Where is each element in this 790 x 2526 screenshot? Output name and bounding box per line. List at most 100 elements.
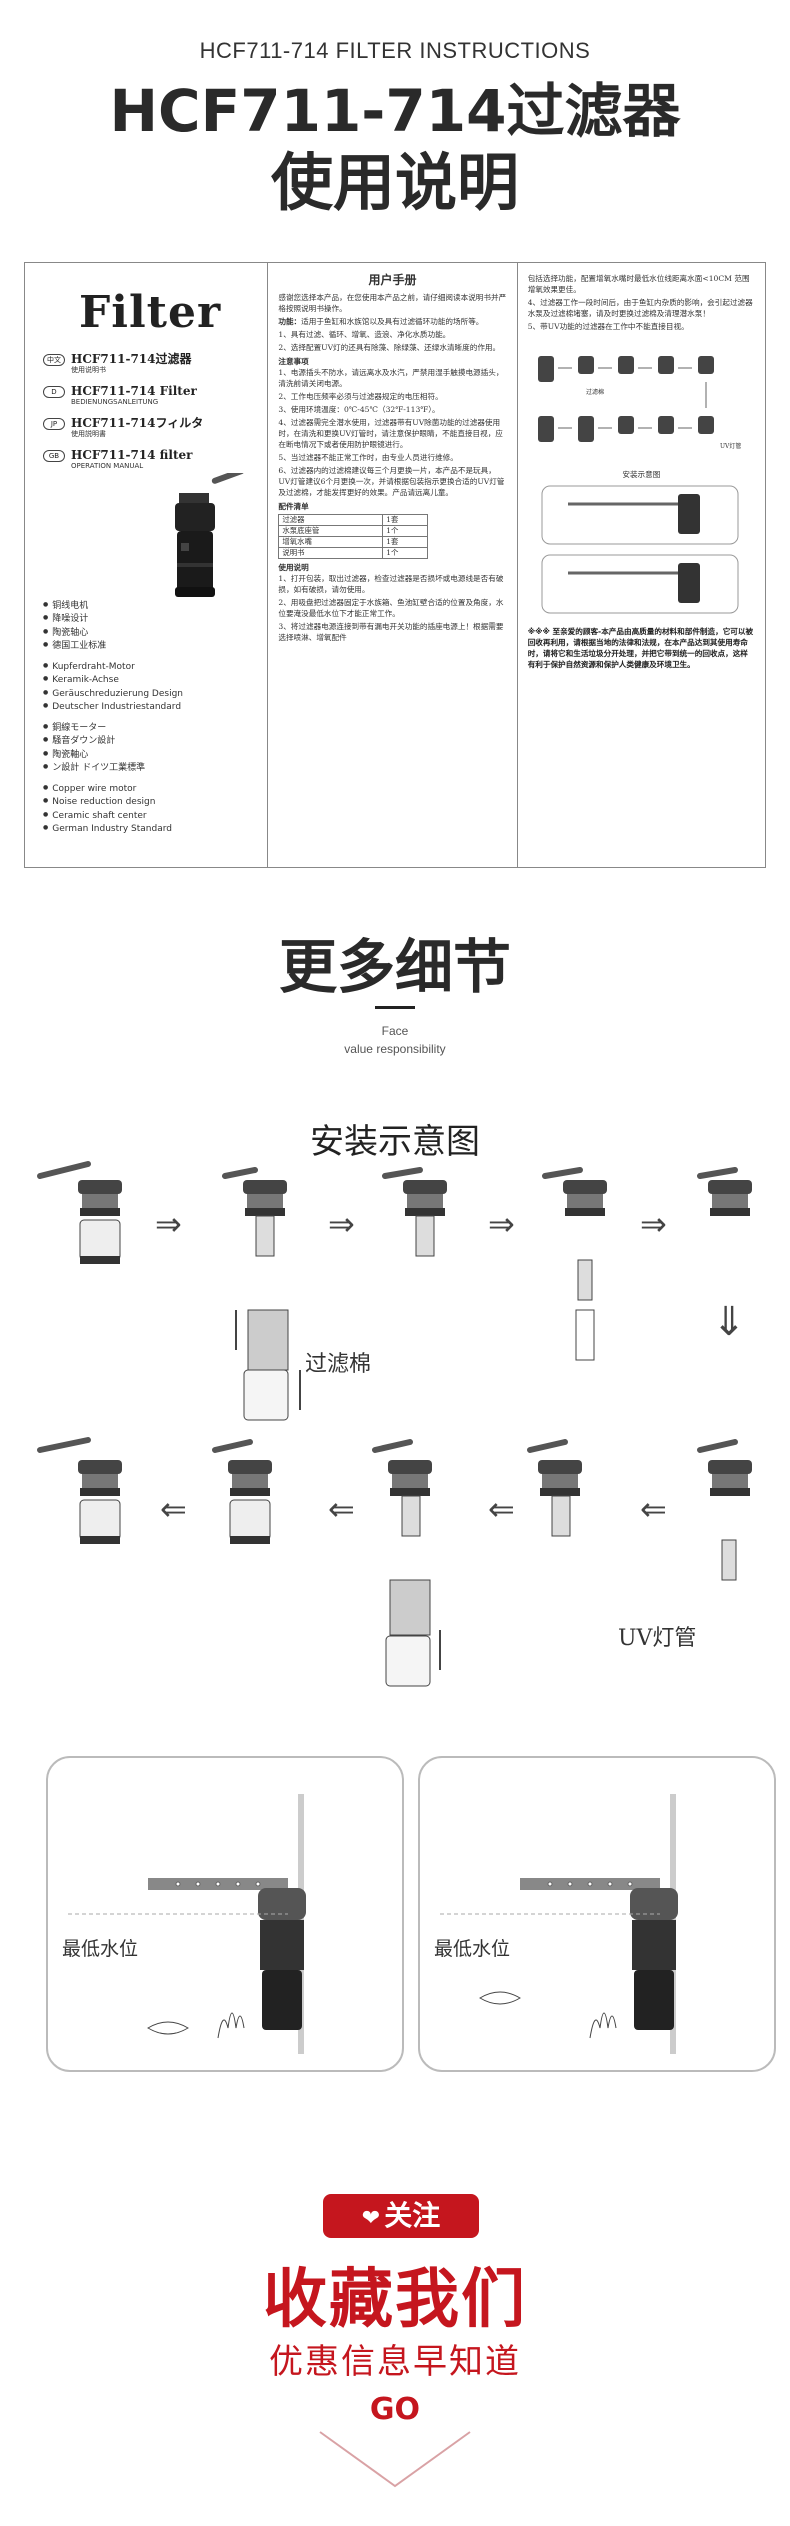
part-qty: 1个: [382, 525, 429, 537]
arrow-left-icon: ⇐: [328, 1490, 355, 1528]
function-item: 1、具有过滤、循环、增氧、造浪、净化水质功能。: [278, 330, 451, 339]
follow-label: 关注: [384, 2199, 441, 2232]
user-manual-column: 用户手册 感谢您选择本产品，在您使用本产品之前，请仔细阅读本说明书并严格按照说明…: [268, 263, 518, 867]
mini-label-uv: UV灯管: [720, 442, 741, 450]
step-4: [542, 1167, 607, 1361]
part-qty: 1套: [382, 536, 429, 548]
note-item: 1、电源插头不防水，请远离水及水汽，严禁用湿手触摸电源插头，清洗前请关闭电源。: [278, 368, 504, 388]
feature-item: Noise reduction design: [43, 795, 253, 808]
part-qty: 1个: [382, 547, 429, 559]
doc-title-line2: 使用说明: [270, 146, 519, 219]
language-subtitle: OPERATION MANUAL: [71, 462, 144, 470]
follow-button[interactable]: ❤关注: [323, 2194, 479, 2238]
language-subtitle: BEDIENUNGSANLEITUNG: [71, 398, 159, 406]
tank-illustration: [440, 1794, 678, 2054]
arrow-right-icon: ⇒: [155, 1205, 182, 1243]
feature-item: Keramik-Achse: [43, 673, 253, 686]
step-7: [527, 1439, 582, 1537]
more-details-title: 更多细节: [278, 933, 511, 1001]
intro-text: 感谢您选择本产品，在您使用本产品之前，请仔细阅读本说明书并严格按照说明书操作。: [278, 293, 507, 313]
go-label[interactable]: GO: [369, 2392, 421, 2427]
feature-item: 騒音ダウン設計: [43, 734, 253, 747]
install-diagram-title: 安装示意图: [310, 1122, 480, 1162]
label-uv-tube: UV灯管: [618, 1626, 697, 1651]
step-1: [37, 1161, 122, 1265]
feature-item: ン設計 ドイツ工業標準: [43, 761, 253, 774]
function-heading: 功能：: [278, 317, 302, 326]
part-name: 过滤器: [278, 514, 384, 526]
col3-top-text: 包括选择功能，配置增氧水嘴时最低水位线距离水面<10CM 范围增氧效果更佳。: [527, 274, 750, 294]
feature-item: Ceramic shaft center: [43, 809, 253, 822]
note-item: 2、工作电压频率必须与过滤器规定的电压相符。: [278, 392, 443, 401]
step-8: [372, 1439, 441, 1687]
usage-heading: 使用说明: [278, 563, 309, 572]
language-tag: 中文: [43, 354, 65, 366]
title-underline: [375, 1006, 415, 1009]
parts-heading: 配件清单: [278, 502, 309, 511]
feature-item: 陶瓷軸心: [43, 748, 253, 761]
min-water-level-label: 最低水位: [62, 1938, 139, 1960]
language-item: 中文 HCF711-714过滤器 使用说明书: [43, 352, 253, 375]
language-item: D HCF711-714 Filter BEDIENUNGSANLEITUNG: [43, 384, 253, 407]
language-tag: GB: [43, 450, 65, 462]
feature-item: 銅線モーター: [43, 721, 253, 734]
collect-us-heading: 收藏我们: [263, 2263, 527, 2337]
feature-group-cn: 铜线电机 降噪设计 陶瓷轴心 德国工业标准: [43, 599, 253, 652]
brand-logo: Filter: [79, 287, 222, 338]
mini-tank-1: [541, 485, 739, 545]
language-title: HCF711-714过滤器: [71, 352, 192, 366]
note-item: 3、使用环境温度：0℃-45℃（32℉-113℉）。: [278, 405, 440, 414]
step-9: [212, 1439, 272, 1545]
language-list: 中文 HCF711-714过滤器 使用说明书 D HCF711-714 Filt…: [43, 352, 253, 471]
value-caption: value responsibility: [344, 1042, 446, 1056]
arrow-right-icon: ⇒: [488, 1205, 515, 1243]
tank-diagram-left: 最低水位: [46, 1756, 404, 2072]
note-item: 4、过滤器需完全潜水使用，过滤器带有UV除菌功能的过滤器使用时，在清洗和更换UV…: [278, 418, 503, 449]
language-item: GB HCF711-714 filter OPERATION MANUAL: [43, 448, 253, 471]
language-title: HCF711-714 Filter: [71, 384, 197, 398]
step-5: [697, 1167, 752, 1216]
usage-item: 1、打开包装，取出过滤器，检查过滤器是否损坏或电源线是否有破损，如有破损，请勿使…: [278, 574, 504, 594]
part-name: 增氧水嘴: [278, 536, 384, 548]
arrow-left-icon: ⇐: [160, 1490, 187, 1528]
feature-item: Deutscher Industriestandard: [43, 700, 253, 713]
usage-item: 3、将过滤器电源连接到带有漏电开关功能的插座电源上！根据需要选择喷淋、增氧配件: [278, 622, 504, 642]
collect-subheading: 优惠信息早知道: [269, 2342, 521, 2382]
language-tag: D: [43, 386, 65, 398]
mini-install-steps: 过滤棉 UV灯管: [537, 356, 741, 450]
language-item: JP HCF711-714フィルタ 使用説明書: [43, 416, 253, 439]
note-item: 5、当过滤器不能正常工作时，由专业人员进行维修。: [278, 453, 458, 462]
arrow-down-icon: ⇓: [712, 1299, 746, 1345]
step-2: [222, 1167, 301, 1421]
manual-cover-column: Filter 中文 HCF711-714过滤器 使用说明书 D HCF711-7…: [25, 263, 269, 867]
language-tag: JP: [43, 418, 65, 430]
mini-label-filter: 过滤棉: [586, 388, 604, 396]
language-title: HCF711-714フィルタ: [71, 416, 204, 430]
heart-icon: ❤: [361, 2206, 381, 2231]
tank-illustration: [68, 1794, 306, 2054]
language-subtitle: 使用说明书: [71, 366, 106, 374]
label-filter-cotton: 过滤棉: [305, 1352, 372, 1377]
step-6: [697, 1439, 752, 1581]
min-water-level-label: 最低水位: [434, 1938, 511, 1960]
language-title: HCF711-714 filter: [71, 448, 193, 462]
part-qty: 1套: [382, 514, 429, 526]
step-10: [37, 1437, 122, 1545]
manual-panel: Filter 中文 HCF711-714过滤器 使用说明书 D HCF711-7…: [24, 262, 766, 868]
feature-item: Kupferdraht-Motor: [43, 660, 253, 673]
notes-heading: 注意事项: [278, 357, 309, 366]
doc-title: HCF711-714过滤器: [109, 77, 681, 145]
feature-group-jp: 銅線モーター 騒音ダウン設計 陶瓷軸心 ン設計 ドイツ工業標準: [43, 721, 253, 774]
arrow-left-icon: ⇐: [640, 1490, 667, 1528]
tank-diagram-right: 最低水位: [418, 1756, 776, 2072]
arrow-left-icon: ⇐: [488, 1490, 515, 1528]
part-name: 水泵底座管: [278, 525, 384, 537]
col3-item: 4、过滤器工作一段时间后，由于鱼缸内杂质的影响，会引起过滤器水泵及过滤棉堵塞，请…: [527, 298, 753, 318]
function-item: 2、选择配置UV灯的还具有除藻、除绿藻、还绿水清晰度的作用。: [278, 343, 501, 352]
language-subtitle: 使用説明書: [71, 430, 106, 438]
step-3: [382, 1167, 447, 1257]
feature-item: Geräuschreduzierung Design: [43, 687, 253, 700]
arrow-right-icon: ⇒: [328, 1205, 355, 1243]
feature-group-en: Copper wire motor Noise reduction design…: [43, 782, 253, 835]
